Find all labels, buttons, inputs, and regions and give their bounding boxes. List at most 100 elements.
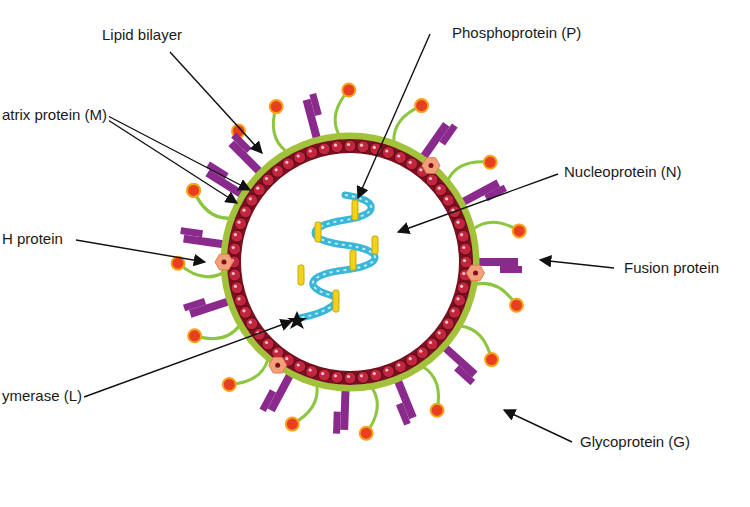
bead-highlight — [438, 187, 441, 190]
matrix-bead — [426, 338, 438, 350]
fusion-arm — [183, 298, 206, 311]
bead-highlight — [275, 168, 278, 171]
h-protein-core — [275, 363, 280, 368]
bead-highlight — [460, 285, 463, 288]
nucleoprotein-strand — [300, 195, 375, 318]
fusion-arm — [333, 412, 341, 434]
bead-highlight — [385, 368, 388, 371]
glycoprotein-head — [513, 224, 526, 237]
bead-highlight — [321, 372, 324, 375]
matrix-bead — [229, 243, 241, 255]
fusion-protein — [179, 227, 225, 248]
glycoprotein-head — [485, 353, 498, 366]
glycoprotein-head — [270, 100, 283, 113]
matrix-bead — [435, 328, 447, 340]
matrix-bead — [231, 230, 243, 242]
fusion-arm — [500, 266, 522, 273]
bead-highlight — [237, 297, 240, 300]
bead-highlight — [347, 143, 350, 146]
bead-highlight — [385, 149, 388, 152]
matrix-bead — [262, 338, 274, 350]
matrix-bead — [382, 147, 394, 159]
bead-highlight — [297, 154, 300, 157]
part-label: ymerase (L) — [0, 387, 84, 405]
bead-highlight — [237, 221, 240, 224]
lipid-bilayer — [224, 136, 476, 388]
leader-lines — [76, 34, 614, 442]
matrix-bead — [240, 306, 252, 318]
bead-highlight — [242, 209, 245, 212]
bead-highlight — [234, 285, 237, 288]
bead-highlight — [309, 149, 312, 152]
matrix-bead — [454, 218, 466, 230]
h-protein-core — [429, 163, 434, 168]
bead-highlight — [234, 233, 237, 236]
bead-highlight — [460, 233, 463, 236]
matrix-bead — [382, 366, 394, 378]
matrix-bead — [235, 294, 247, 306]
part-label: atrix protein (M) — [0, 106, 109, 124]
bead-highlight — [334, 374, 337, 377]
fusion-arm — [309, 93, 321, 116]
matrix-bead — [253, 184, 265, 196]
polymerase-star — [287, 311, 307, 329]
bead-highlight — [462, 272, 465, 275]
fusion-arm — [260, 389, 277, 412]
bead-highlight — [249, 321, 252, 324]
bead-highlight — [309, 368, 312, 371]
matrix-bead — [394, 361, 406, 373]
h-protein — [269, 357, 287, 373]
bead-highlight — [451, 309, 454, 312]
matrix-bead — [294, 152, 306, 164]
matrix-bead — [406, 158, 418, 170]
matrix-bead — [318, 143, 330, 155]
matrix-bead — [344, 372, 356, 384]
glycoprotein-head — [415, 99, 428, 112]
bead-highlight — [232, 246, 235, 249]
bead-highlight — [429, 177, 432, 180]
matrix-bead — [306, 366, 318, 378]
bead-highlight — [409, 161, 412, 164]
matrix-bead — [272, 165, 284, 177]
bead-highlight — [242, 309, 245, 312]
h-proteins — [215, 158, 485, 373]
matrix-bead — [454, 294, 466, 306]
bead-highlight — [285, 357, 288, 360]
matrix-bead — [435, 184, 447, 196]
fusion-protein — [260, 370, 294, 416]
matrix-bead — [357, 371, 369, 383]
bead-highlight — [256, 187, 259, 190]
fusion-arm — [454, 365, 475, 385]
matrix-layer — [234, 146, 466, 378]
part-label: Nucleoprotein (N) — [562, 163, 684, 181]
nucleoprotein-texture — [300, 195, 375, 318]
glycoprotein-head — [342, 84, 355, 97]
bead-highlight — [409, 357, 412, 360]
bead-highlight — [275, 350, 278, 353]
part-label: Lipid bilayer — [100, 26, 184, 44]
part-label: Fusion protein — [622, 259, 721, 277]
envelope-spikes — [172, 84, 526, 440]
glycoprotein-head — [510, 299, 523, 312]
glycoprotein-head — [431, 404, 444, 417]
matrix-bead — [457, 230, 469, 242]
bead-highlight — [249, 197, 252, 200]
fusion-arm — [439, 123, 457, 145]
bead-highlight — [419, 168, 422, 171]
bead-highlight — [373, 372, 376, 375]
glycoprotein-head — [187, 184, 200, 197]
matrix-bead — [331, 141, 343, 153]
phosphoproteins — [298, 200, 378, 312]
matrix-bead — [457, 282, 469, 294]
fusion-arm — [231, 133, 252, 154]
matrix-bead — [426, 174, 438, 186]
matrix-bead — [235, 218, 247, 230]
glycoprotein-head — [188, 329, 201, 342]
bead-highlight — [265, 341, 268, 344]
matrix-bead — [357, 141, 369, 153]
fusion-stem — [340, 390, 349, 430]
bead-highlight — [232, 272, 235, 275]
bead-highlight — [429, 341, 432, 344]
fusion-stem — [478, 258, 518, 266]
